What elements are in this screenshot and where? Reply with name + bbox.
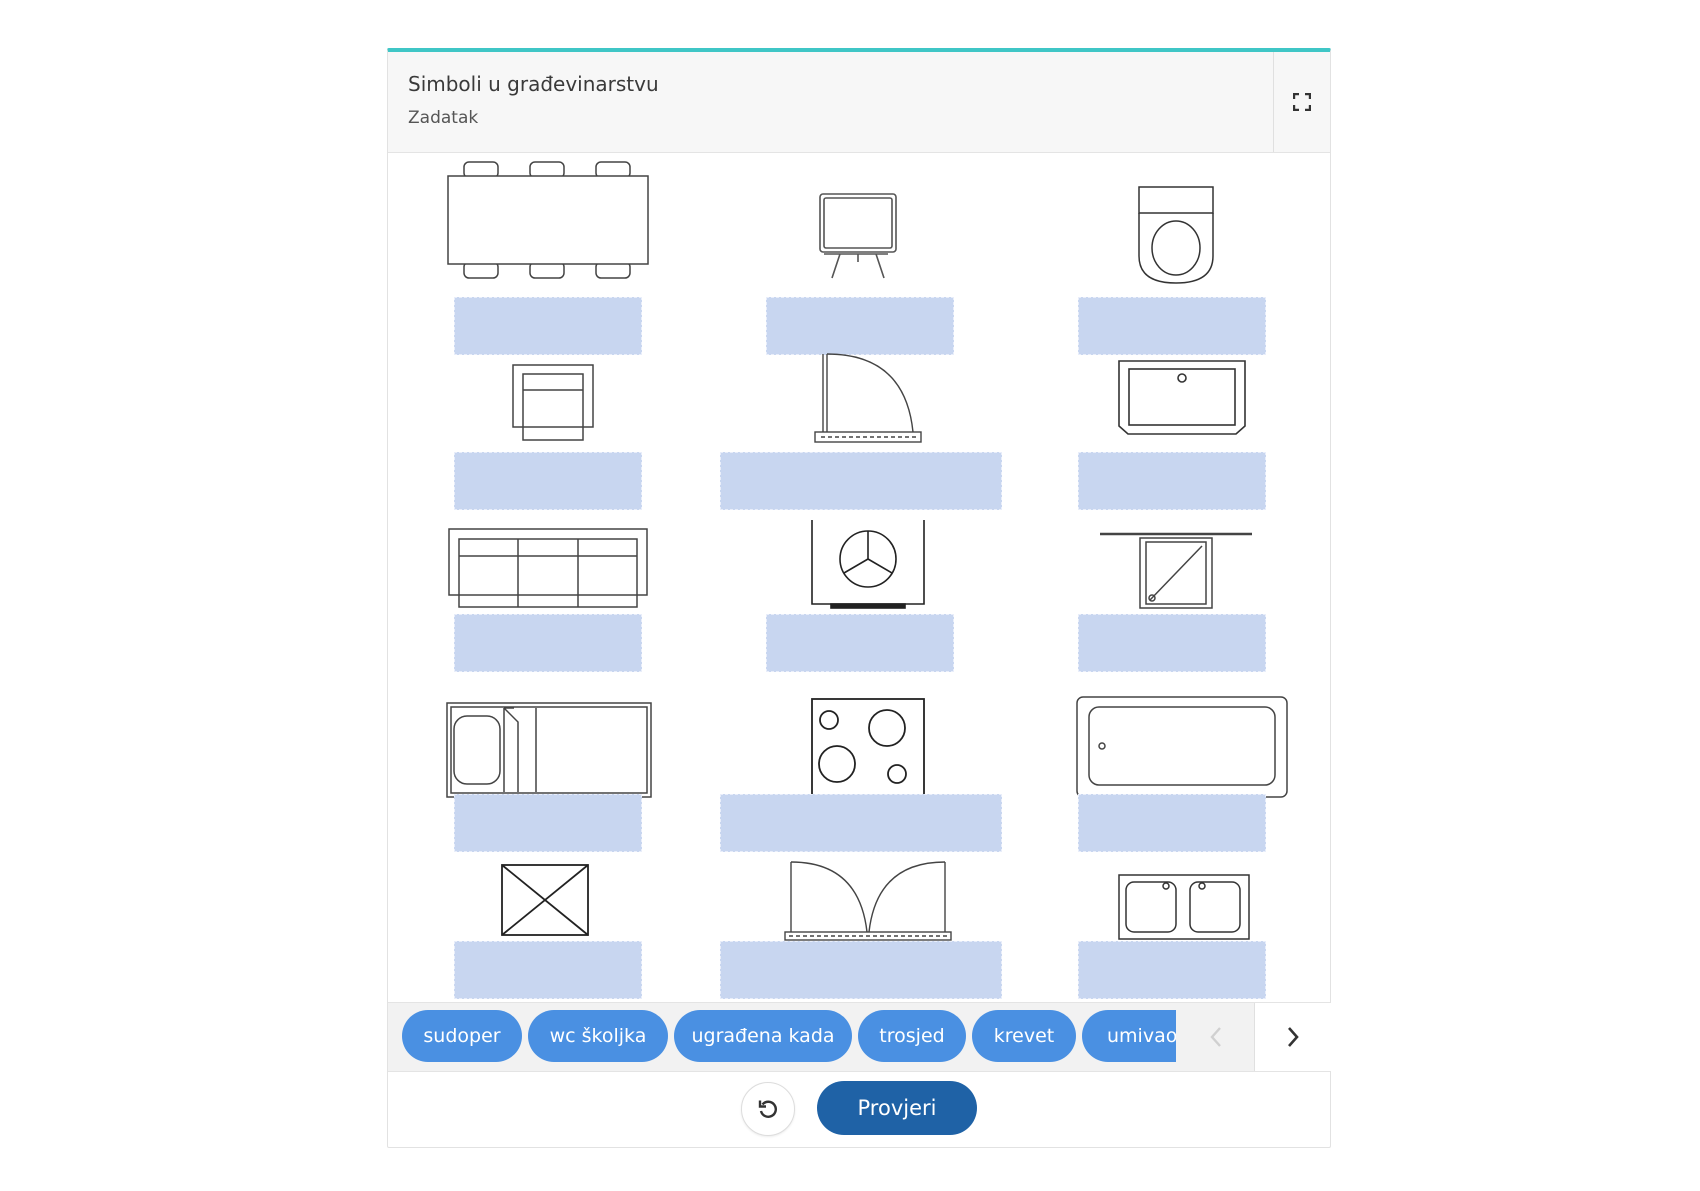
fullscreen-button[interactable] <box>1273 52 1330 152</box>
tv-stand-icon <box>818 192 898 284</box>
answer-chip[interactable]: wc školjka <box>528 1010 668 1062</box>
answer-chip[interactable]: umivaonik <box>1082 1010 1176 1062</box>
check-button[interactable]: Provjeri <box>817 1081 977 1135</box>
answer-slot[interactable] <box>766 614 954 672</box>
answer-slot[interactable] <box>1078 794 1266 852</box>
answer-slot[interactable] <box>454 297 642 355</box>
prev-button[interactable] <box>1178 1003 1254 1071</box>
toilet-icon <box>1138 186 1214 284</box>
double-sink-icon <box>1118 874 1250 940</box>
stove-icon <box>811 698 925 796</box>
answer-slot[interactable] <box>1078 452 1266 510</box>
answer-slot[interactable] <box>454 614 642 672</box>
double-door-icon <box>783 860 953 942</box>
sofa-icon <box>448 528 648 608</box>
symbol-grid <box>388 152 1330 1002</box>
armchair-icon <box>512 364 594 442</box>
answer-slot[interactable] <box>720 794 1002 852</box>
answer-slot[interactable] <box>720 941 1002 999</box>
fullscreen-icon <box>1293 93 1311 111</box>
chimney-icon <box>501 864 589 936</box>
answer-slot[interactable] <box>766 297 954 355</box>
card-header: Simboli u građevinarstvu Zadatak <box>388 52 1330 153</box>
answer-slot[interactable] <box>720 452 1002 510</box>
chevron-right-icon <box>1288 1027 1299 1047</box>
kitchen-sink-icon <box>446 702 652 798</box>
reset-icon <box>758 1100 777 1118</box>
answer-chip[interactable]: krevet <box>972 1010 1076 1062</box>
answer-slot[interactable] <box>454 794 642 852</box>
chevron-left-icon <box>1210 1027 1221 1047</box>
shower-icon <box>1100 532 1252 612</box>
table-with-chairs-icon <box>447 161 649 279</box>
answer-slot[interactable] <box>454 941 642 999</box>
answer-slot[interactable] <box>1078 297 1266 355</box>
washbasin-icon <box>1118 360 1246 436</box>
answer-chip[interactable]: trosjed <box>858 1010 966 1062</box>
answer-chip[interactable]: ugrađena kada <box>674 1010 852 1062</box>
answer-slot[interactable] <box>454 452 642 510</box>
next-button[interactable] <box>1254 1003 1331 1071</box>
answer-tray: sudoper wc školjka ugrađena kada trosjed… <box>388 1002 1331 1072</box>
washing-machine-icon <box>811 520 925 610</box>
page-title: Simboli u građevinarstvu <box>408 72 659 96</box>
page-subtitle: Zadatak <box>408 108 479 128</box>
answer-slot[interactable] <box>1078 614 1266 672</box>
chip-list: sudoper wc školjka ugrađena kada trosjed… <box>402 1003 1176 1071</box>
bathtub-icon <box>1076 696 1288 798</box>
answer-chip[interactable]: sudoper <box>402 1010 522 1062</box>
task-card: Simboli u građevinarstvu Zadatak <box>387 48 1331 1148</box>
reset-button[interactable] <box>741 1082 795 1136</box>
answer-slot[interactable] <box>1078 941 1266 999</box>
door-swing-icon <box>813 352 923 444</box>
